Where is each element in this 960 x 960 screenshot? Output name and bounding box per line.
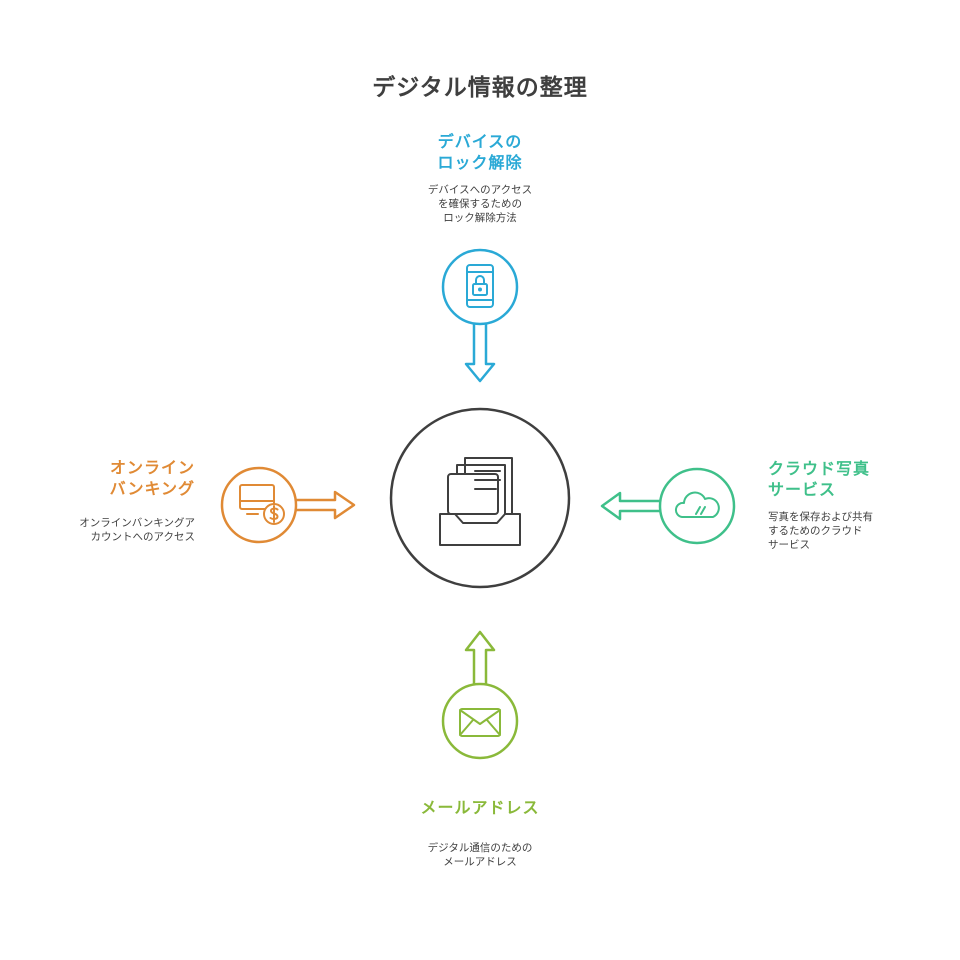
- device-unlock-arrow: [464, 323, 496, 383]
- email-address-title-line: メールアドレス: [420, 798, 540, 817]
- cloud-photos-desc-line: するためのクラウド: [768, 525, 863, 537]
- email-address-circle: [441, 682, 519, 760]
- online-banking-description: オンラインバンキングア カウントへのアクセス: [20, 516, 195, 544]
- email-address-title: メールアドレス: [380, 797, 580, 818]
- diagram-title: デジタル情報の整理: [372, 75, 588, 101]
- device-unlock-circle: [441, 248, 519, 326]
- cloud-photos-circle: [658, 467, 736, 545]
- device-unlock-title-line: ロック解除: [437, 153, 523, 172]
- device-unlock-desc-line: ロック解除方法: [443, 212, 517, 224]
- device-unlock-title: デバイスの ロック解除: [380, 131, 580, 173]
- center-hub: [389, 407, 571, 589]
- email-address-description: デジタル通信のための メールアドレス: [380, 841, 580, 869]
- online-banking-title-line: オンライン: [109, 458, 195, 477]
- online-banking-desc-line: カウントへのアクセス: [90, 531, 195, 543]
- online-banking-arrow: [295, 490, 356, 520]
- cloud-photos-arrow: [600, 491, 661, 521]
- document-tray-icon: [439, 457, 521, 546]
- cloud-photos-description: 写真を保存および共有 するためのクラウド サービス: [768, 510, 948, 552]
- online-banking-title-line: バンキング: [109, 479, 195, 498]
- email-address-desc-line: デジタル通信のための: [427, 842, 533, 854]
- device-unlock-title-line: デバイスの: [437, 132, 523, 151]
- node-device-unlock: [441, 248, 519, 383]
- online-banking-desc-line: オンラインバンキングア: [79, 517, 195, 529]
- node-online-banking: [220, 466, 356, 544]
- cloud-photos-title: クラウド写真 サービス: [768, 458, 948, 500]
- device-unlock-desc-line: を確保するための: [438, 198, 522, 210]
- locked-phone-icon: [466, 264, 494, 308]
- cloud-photos-desc-line: サービス: [768, 539, 810, 551]
- cloud-photos-title-line: クラウド写真: [768, 459, 871, 478]
- cloud-photos-desc-line: 写真を保存および共有: [768, 511, 873, 523]
- monitor-dollar-icon: [239, 484, 285, 525]
- cloud-icon: [674, 491, 720, 518]
- online-banking-title: オンライン バンキング: [20, 457, 195, 499]
- email-address-arrow: [464, 630, 496, 685]
- node-email-address: [441, 630, 519, 760]
- email-address-desc-line: メールアドレス: [443, 856, 517, 868]
- online-banking-circle: [220, 466, 298, 544]
- device-unlock-desc-line: デバイスへのアクセス: [427, 184, 533, 196]
- cloud-photos-title-line: サービス: [768, 480, 837, 499]
- center-circle: [389, 407, 571, 589]
- device-unlock-description: デバイスへのアクセス を確保するための ロック解除方法: [380, 183, 580, 225]
- node-cloud-photos: [600, 467, 736, 545]
- envelope-icon: [459, 708, 501, 737]
